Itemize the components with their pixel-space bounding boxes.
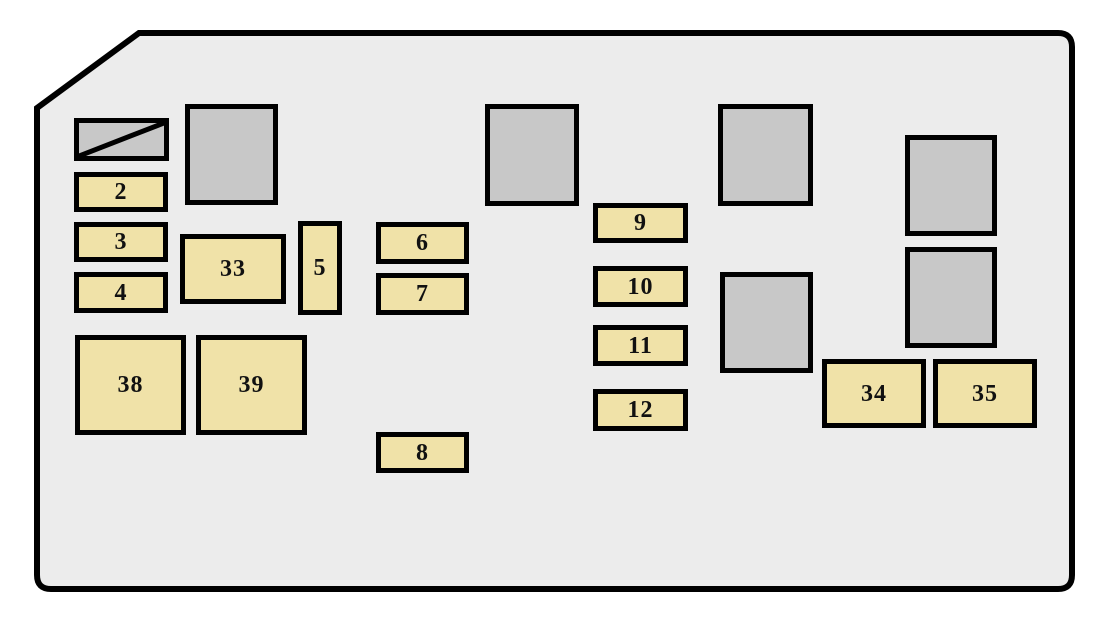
fuse-34: 34 (822, 359, 926, 428)
fuse-label: 10 (627, 273, 654, 300)
fuse-label: 39 (238, 372, 265, 398)
relay-slot (905, 247, 997, 348)
relay-slot (718, 104, 813, 206)
fuse-label: 4 (114, 279, 128, 306)
fuse-label: 2 (114, 179, 128, 205)
relay-slot (485, 104, 579, 206)
fuse-9: 9 (593, 203, 688, 243)
fuse-label: 11 (628, 332, 653, 359)
fuse-11: 11 (593, 325, 688, 366)
relay-slot (905, 135, 997, 236)
fuse-10: 10 (593, 266, 688, 307)
fuse-4: 4 (74, 272, 168, 313)
fuse-35: 35 (933, 359, 1037, 428)
fuse-6: 6 (376, 222, 469, 264)
fuse-label: 7 (416, 281, 429, 307)
fuse-label: 3 (114, 229, 128, 255)
fuse-33: 33 (180, 234, 286, 304)
fuse-39: 39 (196, 335, 307, 435)
diagonal-line-icon (79, 123, 164, 156)
fuse-label: 6 (416, 230, 429, 256)
fuse-label: 38 (117, 372, 144, 398)
relay-slot (185, 104, 278, 205)
crossed-out-slot (74, 118, 169, 161)
fuse-label: 9 (634, 210, 647, 236)
fuse-label: 5 (313, 255, 327, 281)
fuse-label: 12 (627, 397, 654, 423)
fuse-label: 8 (416, 439, 429, 466)
fuse-label: 34 (861, 380, 887, 407)
fuse-12: 12 (593, 389, 688, 431)
fuse-2: 2 (74, 172, 168, 212)
fuse-38: 38 (75, 335, 186, 435)
fuse-8: 8 (376, 432, 469, 473)
relay-slot (720, 272, 813, 373)
fuse-5: 5 (298, 221, 342, 315)
fuse-label: 33 (220, 256, 246, 282)
panel-shape (34, 30, 1075, 592)
fuse-3: 3 (74, 222, 168, 262)
fuse-label: 35 (972, 380, 998, 407)
fuse-7: 7 (376, 273, 469, 315)
